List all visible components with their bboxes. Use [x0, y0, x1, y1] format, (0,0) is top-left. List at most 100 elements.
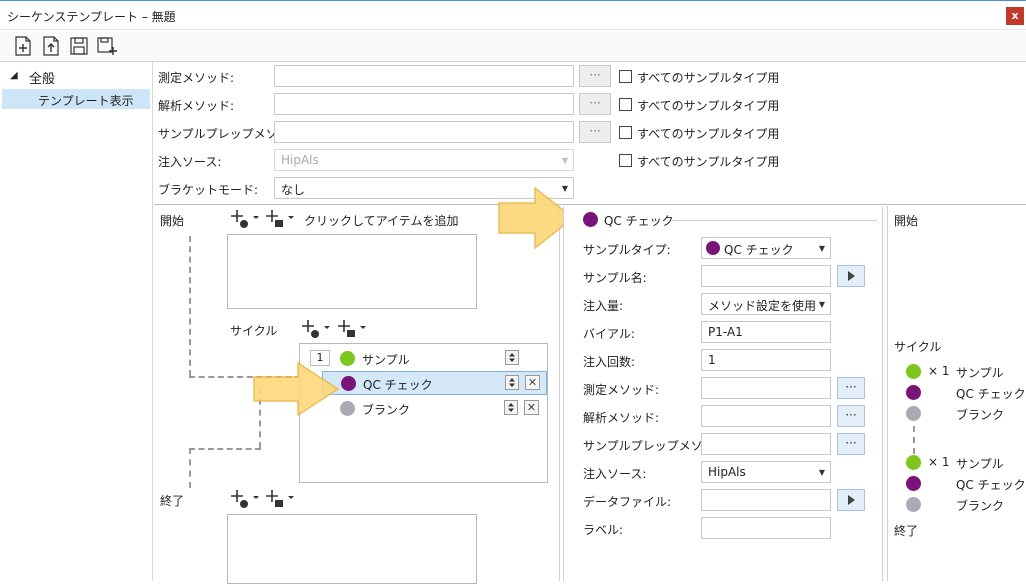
analysis-method-browse-button[interactable]: ···	[579, 93, 611, 115]
preview-qc-icon	[906, 476, 921, 491]
prep-method-input[interactable]	[274, 121, 574, 143]
open-document-icon[interactable]	[40, 35, 62, 57]
detail-inject-source-select[interactable]: HipAls ▼	[701, 461, 831, 483]
preview-blank-icon	[906, 406, 921, 421]
sequence-preview-panel: 開始 サイクル × 1 サンプル QC チェック ブランク × 1 サンプル Q…	[887, 206, 1026, 581]
analysis-method-all-types-checkbox[interactable]	[619, 98, 632, 111]
start-connector	[189, 236, 191, 376]
nav-group-general[interactable]: 全般	[29, 72, 56, 87]
add-end-block-icon[interactable]	[266, 488, 298, 510]
detail-analysis-method-browse-button[interactable]: ···	[837, 405, 865, 427]
add-cycle-block-icon[interactable]	[338, 318, 370, 340]
cycle-items-list: 1 サンプル QC チェック ✕ ブランク ✕	[299, 343, 548, 483]
remove-icon[interactable]: ✕	[525, 375, 540, 390]
preview-qc-label: QC チェック	[956, 478, 1026, 492]
inject-vol-label: 注入量:	[583, 299, 624, 313]
preview-blank-label: ブランク	[956, 499, 1005, 513]
add-sample-icon[interactable]	[231, 208, 263, 230]
remove-icon[interactable]: ✕	[524, 400, 539, 415]
close-button[interactable]: x	[1006, 7, 1024, 25]
detail-analysis-method-label: 解析メソッド:	[583, 411, 660, 425]
preview-cycle-label: サイクル	[894, 340, 942, 354]
template-panel: 開始 クリックしてアイテムを追加 サイクル 1 サンプル QC チェック ✕	[154, 206, 560, 584]
add-item-hint: クリックしてアイテムを追加	[304, 214, 459, 228]
inject-vol-select[interactable]: メソッド設定を使用 ▼	[701, 293, 831, 315]
measure-method-label: 測定メソッド:	[158, 71, 235, 85]
reorder-icon[interactable]	[504, 400, 518, 415]
header-divider	[672, 220, 877, 221]
sample-name-label: サンプル名:	[583, 271, 647, 285]
measure-method-all-types-checkbox[interactable]	[619, 70, 632, 83]
inject-source-value: HipAls	[281, 153, 319, 167]
end-items-box[interactable]	[227, 514, 477, 584]
detail-measure-method-label: 測定メソッド:	[583, 383, 660, 397]
inject-source-all-types-checkbox[interactable]	[619, 154, 632, 167]
start-items-box[interactable]	[227, 234, 477, 309]
preview-blank-icon	[906, 497, 921, 512]
measure-method-input[interactable]	[274, 65, 574, 87]
play-icon	[848, 271, 855, 281]
prep-method-browse-button[interactable]: ···	[579, 121, 611, 143]
sample-name-play-button[interactable]	[837, 265, 865, 287]
sample-type-label: サンプルタイプ:	[583, 243, 671, 257]
preview-blank-label: ブランク	[956, 408, 1005, 422]
preview-sample-label: サンプル	[956, 457, 1004, 471]
qc-type-icon	[341, 376, 356, 391]
toolbar	[0, 31, 1026, 62]
blank-type-icon	[340, 401, 355, 416]
label-input[interactable]	[701, 517, 831, 539]
start-connector-h	[189, 376, 301, 378]
reorder-icon[interactable]	[505, 350, 519, 365]
sample-name-input[interactable]	[701, 265, 831, 287]
highlight-arrow-icon	[253, 361, 340, 417]
inject-count-label: 注入回数:	[583, 355, 636, 369]
inject-vol-value: メソッド設定を使用	[708, 299, 817, 313]
preview-multiplier: × 1	[928, 455, 950, 469]
cycle-item-label: サンプル	[362, 353, 410, 367]
item-detail-panel: QC チェック サンプルタイプ: QC チェック ▼ サンプル名: 注入量: メ…	[563, 206, 883, 581]
add-end-sample-icon[interactable]	[231, 488, 263, 510]
reorder-icon[interactable]	[505, 375, 519, 390]
save-icon[interactable]	[68, 35, 90, 57]
preview-sample-icon	[906, 364, 921, 379]
add-block-icon[interactable]	[266, 208, 298, 230]
detail-measure-method-input[interactable]	[701, 377, 831, 399]
detail-prep-method-input[interactable]	[701, 433, 831, 455]
vial-input[interactable]: P1-A1	[701, 321, 831, 343]
method-form: 測定メソッド: ··· すべてのサンプルタイプ用 解析メソッド: ··· すべて…	[154, 62, 1026, 205]
label-label: ラベル:	[583, 523, 624, 537]
cycle-item-sample[interactable]: 1 サンプル	[300, 346, 547, 370]
repeat-count-field[interactable]: 1	[310, 350, 330, 366]
cycle-item-blank[interactable]: ブランク ✕	[322, 396, 547, 420]
detail-measure-method-browse-button[interactable]: ···	[837, 377, 865, 399]
cycle-item-qc-check[interactable]: QC チェック ✕	[322, 371, 547, 395]
data-file-play-button[interactable]	[837, 489, 865, 511]
prep-method-all-types-checkbox[interactable]	[619, 126, 632, 139]
chevron-down-icon: ▼	[818, 300, 825, 309]
new-document-icon[interactable]	[12, 35, 34, 57]
expand-triangle-icon[interactable]: ◢	[10, 70, 18, 81]
all-types-label: すべてのサンプルタイプ用	[637, 99, 780, 113]
cycle-item-label: ブランク	[362, 403, 411, 417]
nav-item-template-view[interactable]: テンプレート表示	[2, 89, 150, 109]
inject-source-label: 注入ソース:	[158, 155, 222, 169]
add-cycle-sample-icon[interactable]	[302, 318, 334, 340]
detail-header: QC チェック	[604, 214, 674, 228]
save-as-icon[interactable]	[96, 35, 118, 57]
analysis-method-input[interactable]	[274, 93, 574, 115]
detail-prep-method-label: サンプルプレップメソッド:	[583, 439, 731, 453]
data-file-input[interactable]	[701, 489, 831, 511]
sample-type-select[interactable]: QC チェック ▼	[701, 237, 831, 259]
bracket-mode-select[interactable]: なし ▼	[274, 177, 574, 199]
measure-method-browse-button[interactable]: ···	[579, 65, 611, 87]
detail-prep-method-browse-button[interactable]: ···	[837, 433, 865, 455]
inject-source-select[interactable]: HipAls ▼	[274, 149, 574, 171]
end-connector	[259, 388, 261, 448]
detail-inject-source-value: HipAls	[708, 465, 746, 479]
chevron-down-icon: ▼	[818, 468, 825, 477]
detail-analysis-method-input[interactable]	[701, 405, 831, 427]
all-types-label: すべてのサンプルタイプ用	[637, 71, 780, 85]
preview-sample-label: サンプル	[956, 366, 1004, 380]
all-types-label: すべてのサンプルタイプ用	[637, 127, 780, 141]
inject-count-input[interactable]: 1	[701, 349, 831, 371]
